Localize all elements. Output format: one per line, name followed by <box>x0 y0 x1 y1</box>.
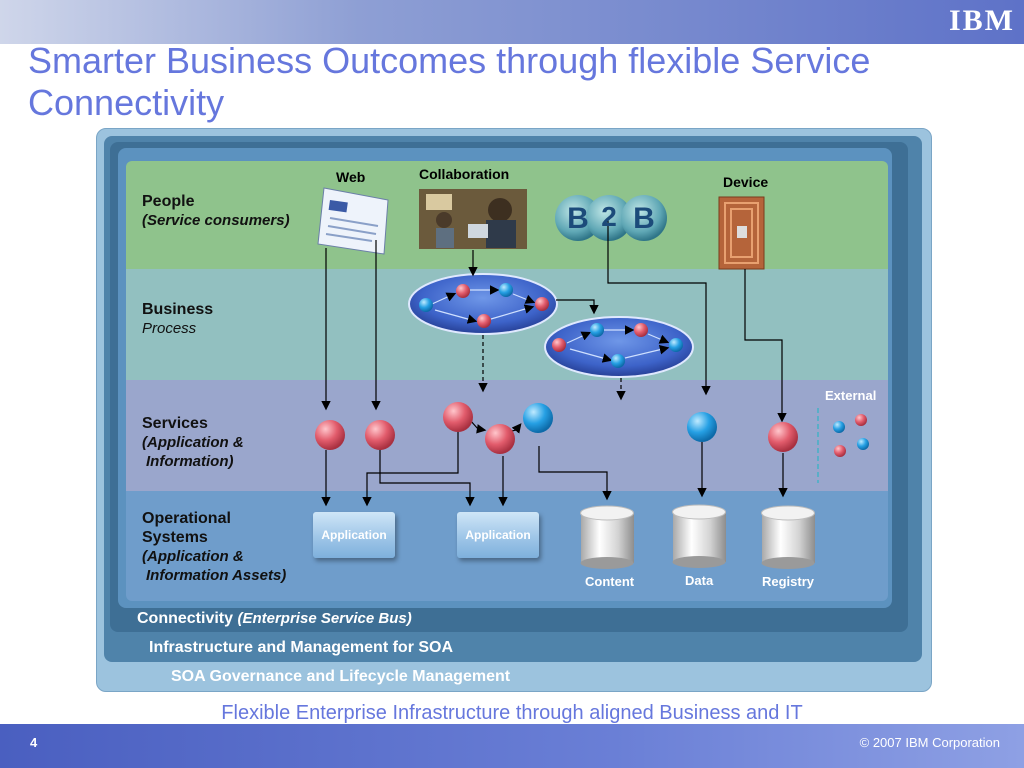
top-banner: IBM <box>0 0 1024 44</box>
connectivity-label: Connectivity (Enterprise Service Bus) <box>137 610 412 627</box>
process-oval-1 <box>408 273 558 335</box>
content-cylinder <box>580 505 634 569</box>
registry-label: Registry <box>762 574 815 589</box>
external-label: External <box>825 388 877 403</box>
people-label: People (Service consumers) <box>142 193 290 229</box>
governance-label: SOA Governance and Lifecycle Management <box>171 668 511 685</box>
data-cylinder <box>672 504 726 568</box>
bottom-banner: 4 © 2007 IBM Corporation <box>0 724 1024 768</box>
application-box-1: Application <box>313 512 395 558</box>
ibm-logo: IBM <box>949 4 1015 37</box>
process-flow-arrows <box>431 285 670 363</box>
data-label: Data <box>685 573 714 588</box>
b2b-icon <box>555 195 667 241</box>
slide-subtitle: Flexible Enterprise Infrastructure throu… <box>221 702 803 724</box>
page-number: 4 <box>30 735 38 750</box>
web-page-icon <box>317 187 389 255</box>
b2b-letter-2: 2 <box>601 201 617 232</box>
b2b-letter-b2: B <box>633 202 655 235</box>
operational-label: Operational Systems (Application & Infor… <box>142 510 287 584</box>
diagram-graphics <box>315 187 869 569</box>
web-label: Web <box>336 169 366 185</box>
b2b-letter-b1: B <box>567 202 589 235</box>
external-nodes <box>833 414 869 457</box>
soa-diagram: People (Service consumers) Business Proc… <box>96 128 932 692</box>
application-box-2: Application <box>457 512 539 558</box>
services-label: Services (Application & Information) <box>142 415 244 470</box>
collaboration-label: Collaboration <box>419 166 510 182</box>
slide-title: Smarter Business Outcomes through flexib… <box>28 40 871 123</box>
device-label: Device <box>723 174 769 190</box>
infrastructure-label: Infrastructure and Management for SOA <box>149 639 454 656</box>
business-label: Business Process <box>142 301 214 337</box>
rfid-device-icon <box>718 196 765 270</box>
content-label: Content <box>585 574 635 589</box>
connector-arrows <box>321 218 788 507</box>
collaboration-photo <box>419 189 527 249</box>
dashed-arrows <box>478 335 626 401</box>
process-nodes <box>419 283 683 368</box>
registry-cylinder <box>761 505 815 569</box>
service-nodes <box>315 402 798 454</box>
copyright-text: © 2007 IBM Corporation <box>859 735 1000 750</box>
